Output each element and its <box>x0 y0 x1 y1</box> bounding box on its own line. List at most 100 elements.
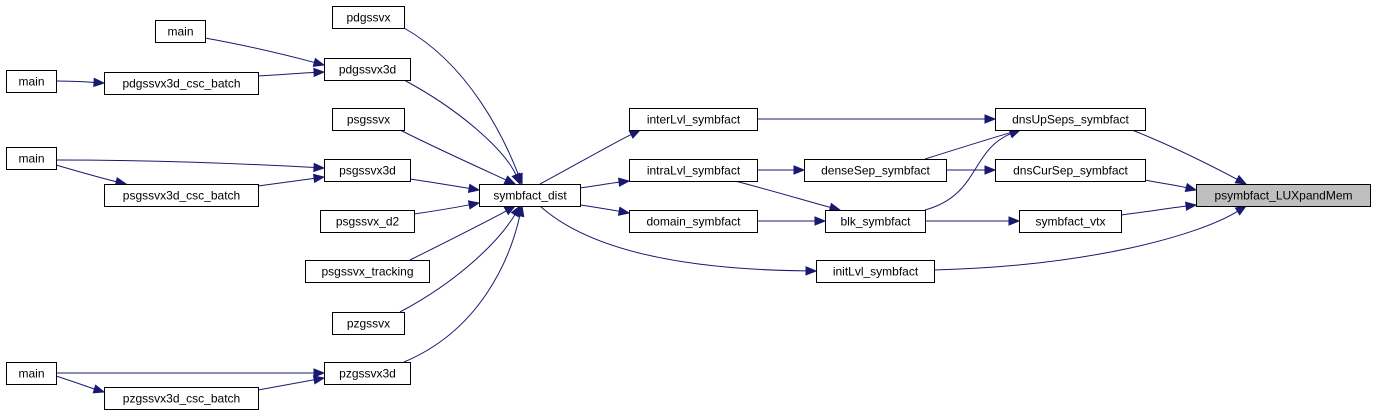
node-box <box>995 159 1146 182</box>
node-box <box>629 108 758 131</box>
node-label: blk_symbfact <box>840 215 911 229</box>
node-psgssvx-d2[interactable]: psgssvx_d2 <box>320 210 415 233</box>
edge-psgssvx3d-to-symbfact-dist <box>409 178 481 193</box>
node-psgssvx3d[interactable]: psgssvx3d <box>324 159 411 182</box>
node-intralvl-symbfact[interactable]: intraLvl_symbfact <box>629 159 758 182</box>
node-label: dnsCurSep_symbfact <box>1013 164 1128 178</box>
node-dnsupseps-symbfact[interactable]: dnsUpSeps_symbfact <box>995 108 1146 131</box>
edge-pzgssvx3d-to-symbfact-dist <box>403 204 525 363</box>
node-box <box>324 362 411 385</box>
node-box <box>825 210 926 233</box>
node-main-3[interactable]: main <box>6 147 57 170</box>
node-label: dnsUpSeps_symbfact <box>1012 113 1129 127</box>
node-box <box>629 210 758 233</box>
node-label: main <box>18 367 44 381</box>
node-blk-symbfact[interactable]: blk_symbfact <box>825 210 926 233</box>
node-box <box>332 312 405 335</box>
node-label: pdgssvx3d_csc_batch <box>122 77 240 91</box>
node-box <box>1196 184 1371 207</box>
edge-intralvl-symbfact-to-blk-symbfact <box>734 180 842 212</box>
node-box <box>6 147 57 170</box>
node-label: psgssvx <box>347 113 390 127</box>
node-psgssvx[interactable]: psgssvx <box>332 108 405 131</box>
node-label: denseSep_symbfact <box>821 164 930 178</box>
node-box <box>816 260 935 283</box>
node-psymbfact-luxpandmem[interactable]: psymbfact_LUXpandMem <box>1196 184 1371 207</box>
edge-symbfact-dist-to-interlvl-symbfact <box>539 129 642 185</box>
edge-psgssvx-to-symbfact-dist <box>399 129 517 185</box>
node-pdgssvx3d-csc-batch[interactable]: pdgssvx3d_csc_batch <box>104 72 259 95</box>
edge-main-2-to-pdgssvx3d-csc-batch <box>55 77 106 88</box>
edge-symbfact-dist-to-initlvl-symbfact <box>539 205 818 276</box>
node-main-2[interactable]: main <box>6 70 57 93</box>
edge-blk-symbfact-to-dnsupseps-symbfact <box>924 129 1022 211</box>
node-box <box>324 159 411 182</box>
node-symbfact-dist[interactable]: symbfact_dist <box>479 184 581 207</box>
node-box <box>104 72 259 95</box>
edge-main-1-to-pdgssvx3d <box>204 37 326 67</box>
node-label: main <box>167 25 193 39</box>
node-label: symbfact_dist <box>493 189 567 203</box>
node-label: domain_symbfact <box>646 215 741 229</box>
edge-main-4-to-pzgssvx3d-csc-batch <box>55 375 106 394</box>
node-pzgssvx3d[interactable]: pzgssvx3d <box>324 362 411 385</box>
node-box <box>320 210 415 233</box>
edge-symbfact-dist-to-intralvl-symbfact <box>579 177 631 189</box>
edge-psgssvx3d-csc-batch-to-psgssvx3d <box>257 173 326 187</box>
node-box <box>479 184 581 207</box>
node-box <box>995 108 1146 131</box>
node-densesep-symbfact[interactable]: denseSep_symbfact <box>804 159 947 182</box>
node-label: pzgssvx <box>347 317 390 331</box>
node-box <box>104 184 259 207</box>
node-label: psgssvx_d2 <box>336 215 400 229</box>
node-pdgssvx3d[interactable]: pdgssvx3d <box>324 58 411 81</box>
edge-pdgssvx3d-csc-batch-to-pdgssvx3d <box>257 67 326 78</box>
node-label: psgssvx3d <box>339 164 396 178</box>
node-main-4[interactable]: main <box>6 362 57 385</box>
node-psgssvx3d-csc-batch[interactable]: psgssvx3d_csc_batch <box>104 184 259 207</box>
edge-domain-symbfact-to-blk-symbfact <box>757 216 827 226</box>
node-label: initLvl_symbfact <box>833 265 919 279</box>
edge-psgssvx-d2-to-symbfact-dist <box>413 200 481 215</box>
node-label: psymbfact_LUXpandMem <box>1214 189 1352 203</box>
edge-main-3-to-psgssvx3d-csc-batch <box>55 164 128 187</box>
edge-main-3-to-psgssvx3d <box>55 159 326 173</box>
edge-symbfact-dist-to-domain-symbfact <box>579 204 631 216</box>
node-label: interLvl_symbfact <box>647 113 741 127</box>
edge-dnsupseps-symbfact-to-psymbfact-luxpandmem <box>1131 129 1248 185</box>
node-label: psgssvx_tracking <box>321 265 413 279</box>
edge-densesep-symbfact-to-dnscursep-symbfact <box>946 165 997 175</box>
edge-dnscursep-symbfact-to-psymbfact-luxpandmem <box>1144 179 1198 193</box>
node-label: pzgssvx3d <box>339 367 396 381</box>
node-symbfact-vtx[interactable]: symbfact_vtx <box>1019 210 1122 233</box>
node-label: symbfact_vtx <box>1035 215 1105 229</box>
edge-psgssvx-tracking-to-symbfact-dist <box>409 205 517 261</box>
node-pzgssvx3d-csc-batch[interactable]: pzgssvx3d_csc_batch <box>104 387 259 410</box>
node-label: pzgssvx3d_csc_batch <box>123 392 240 406</box>
edge-intralvl-symbfact-to-densesep-symbfact <box>757 165 806 175</box>
node-box <box>104 387 259 410</box>
node-dnscursep-symbfact[interactable]: dnsCurSep_symbfact <box>995 159 1146 182</box>
call-graph-nodes: psymbfact_LUXpandMem dnsUpSeps_symbfactdn… <box>6 6 1371 410</box>
node-label: main <box>18 152 44 166</box>
node-initlvl-symbfact[interactable]: initLvl_symbfact <box>816 260 935 283</box>
node-psgssvx-tracking[interactable]: psgssvx_tracking <box>305 260 430 283</box>
edge-pzgssvx3d-csc-batch-to-pzgssvx3d <box>257 375 326 391</box>
node-domain-symbfact[interactable]: domain_symbfact <box>629 210 758 233</box>
node-main-1[interactable]: main <box>155 20 206 43</box>
node-label: pdgssvx3d <box>339 63 396 77</box>
node-label: psgssvx3d_csc_batch <box>123 189 240 203</box>
edge-pdgssvx3d-to-symbfact-dist <box>403 79 521 186</box>
node-label: main <box>18 75 44 89</box>
node-box <box>305 260 430 283</box>
edge-densesep-symbfact-to-dnsupseps-symbfact <box>924 128 1022 160</box>
node-pzgssvx[interactable]: pzgssvx <box>332 312 405 335</box>
node-interlvl-symbfact[interactable]: interLvl_symbfact <box>629 108 758 131</box>
edge-pzgssvx-to-symbfact-dist <box>399 204 521 313</box>
node-box <box>6 362 57 385</box>
node-box <box>629 159 758 182</box>
edge-blk-symbfact-to-symbfact-vtx <box>925 216 1021 226</box>
node-label: pdgssvx <box>346 11 390 25</box>
node-pdgssvx[interactable]: pdgssvx <box>332 6 405 29</box>
